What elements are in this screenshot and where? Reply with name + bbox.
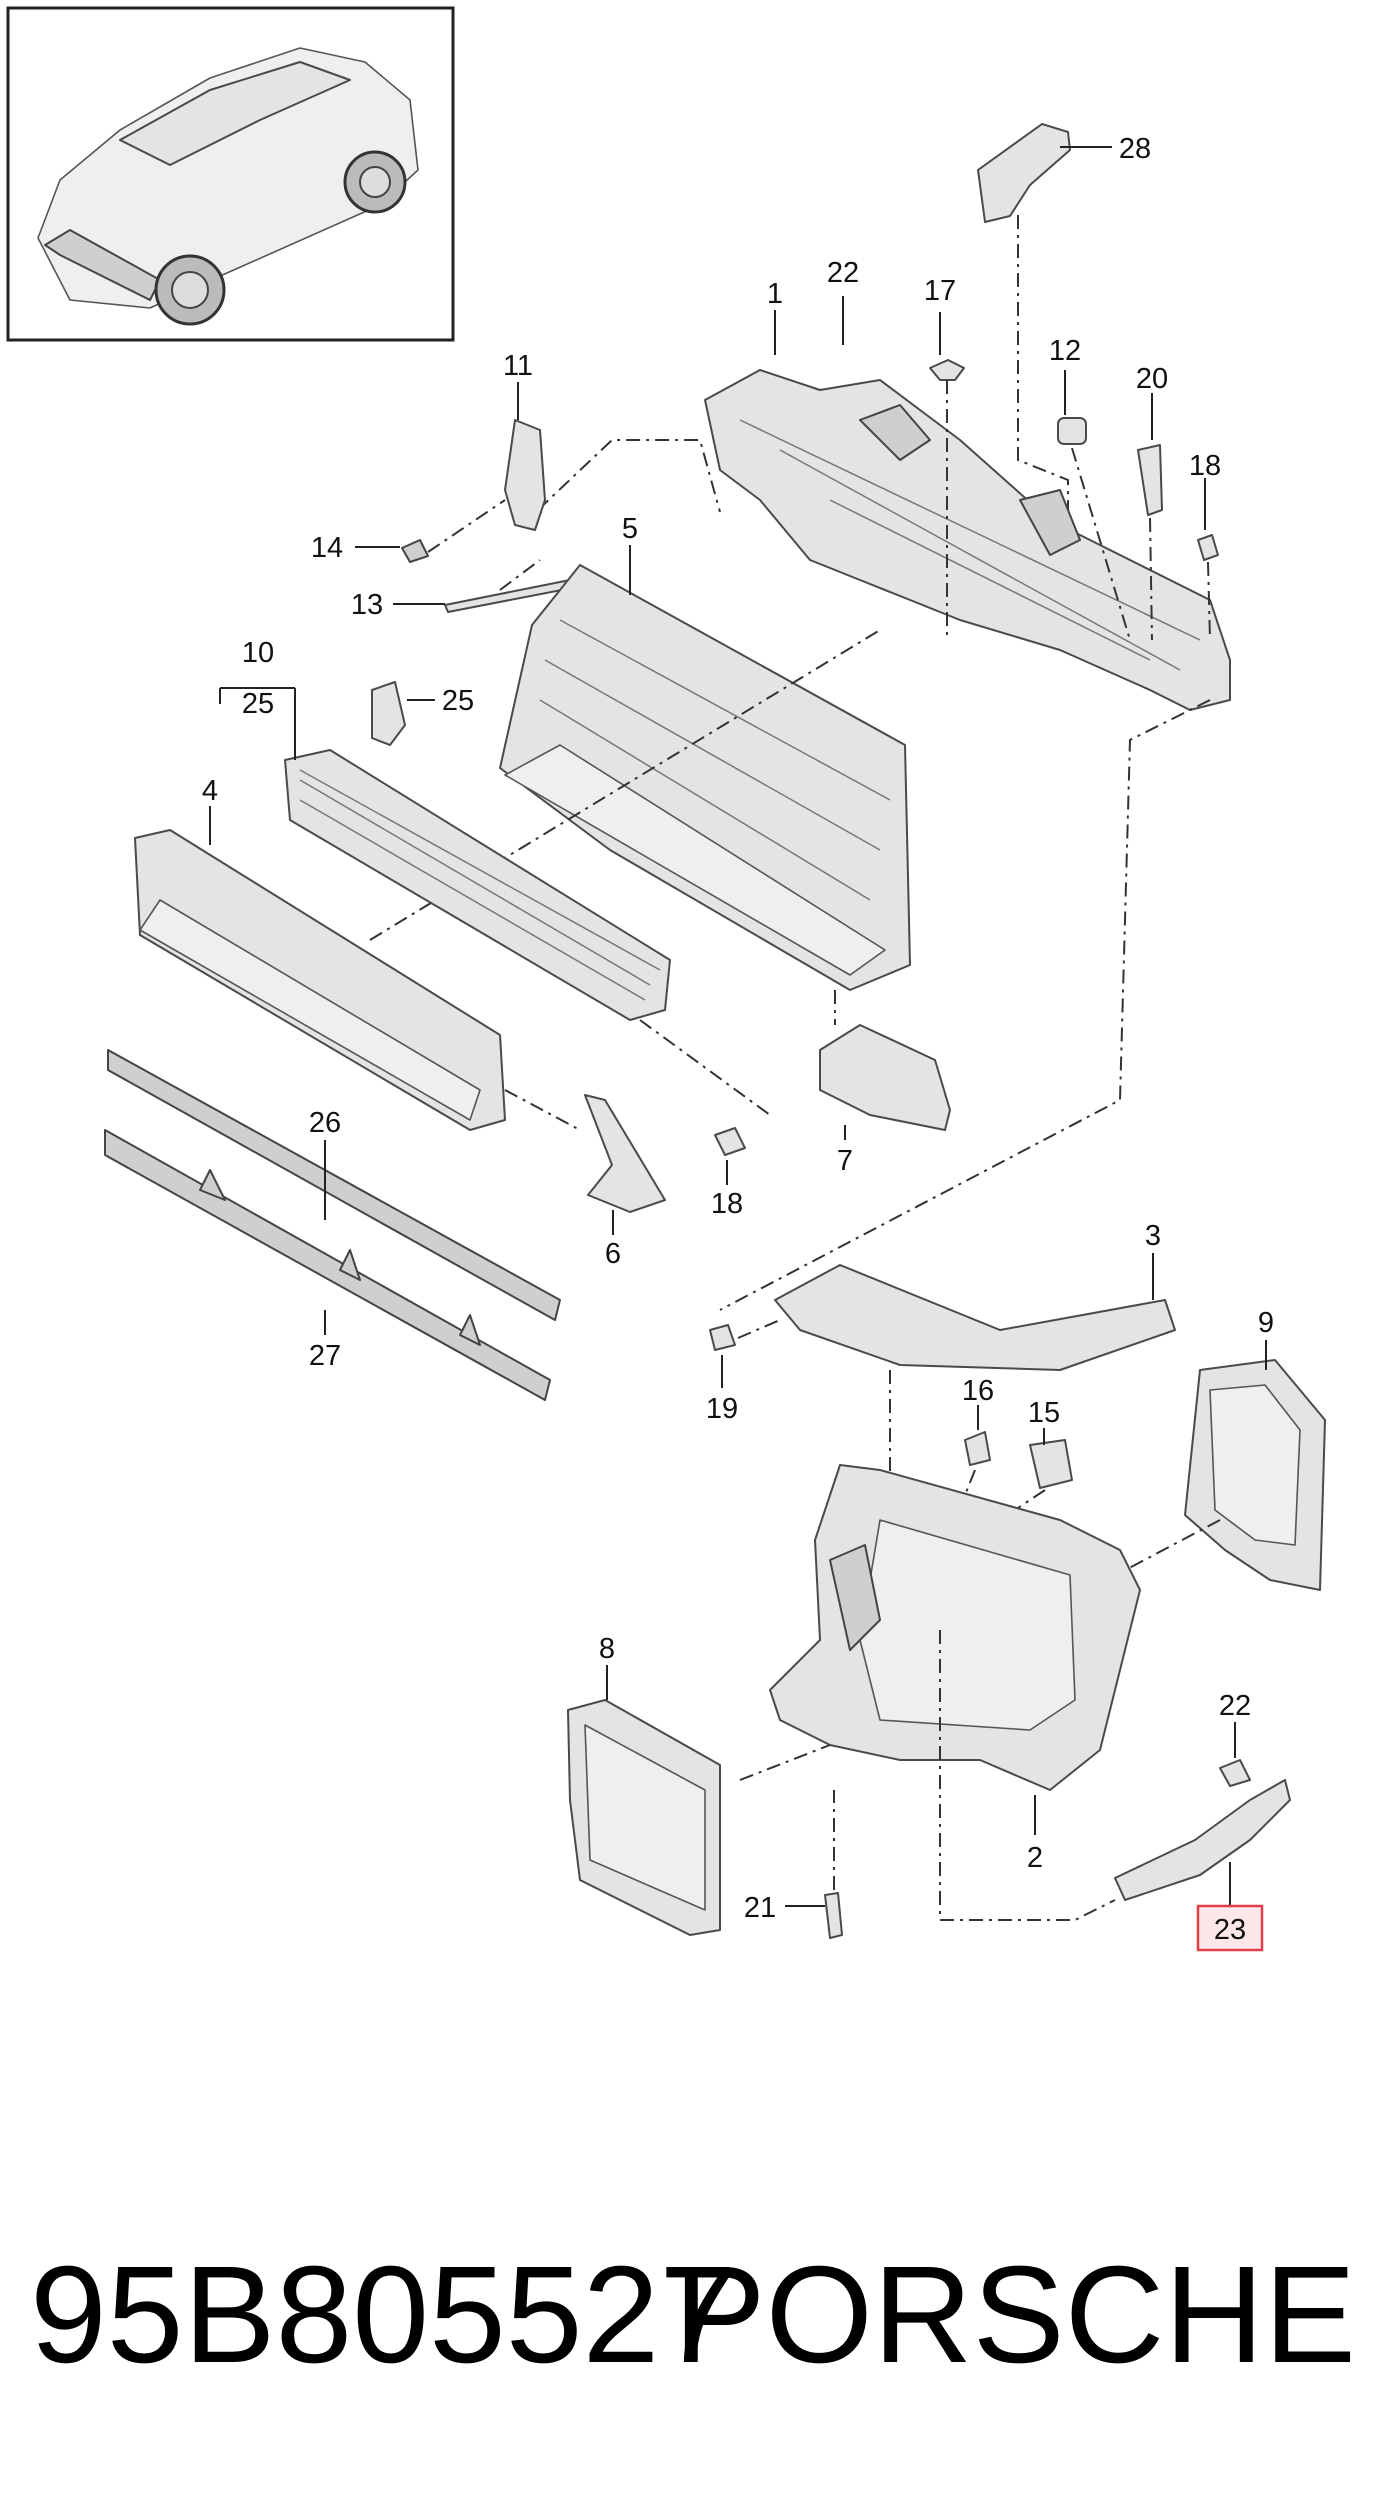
callout-18-top: 18 (1189, 450, 1221, 482)
part-23 (1114, 1779, 1291, 1901)
callout-25-group: 25 (242, 688, 274, 720)
callout-13: 13 (351, 589, 383, 621)
parts-16-15 (954, 1431, 1073, 1521)
part-25-small (371, 681, 406, 746)
part-2 (769, 1464, 1141, 1921)
callout-22-lower: 22 (1219, 1690, 1251, 1722)
part-1 (537, 369, 1231, 1311)
part-22-lower (1219, 1759, 1251, 1787)
callout-2: 2 (1027, 1842, 1043, 1874)
callout-27: 27 (309, 1340, 341, 1372)
fasteners-top (929, 359, 1219, 641)
callout-21: 21 (744, 1892, 776, 1924)
callout-10: 10 (242, 637, 274, 669)
callout-26: 26 (309, 1107, 341, 1139)
leader-lines (209, 146, 1267, 1907)
part-8 (567, 1699, 831, 1936)
callout-23: 23 (1214, 1914, 1246, 1946)
callout-18-lower: 18 (711, 1188, 743, 1220)
callout-4: 4 (202, 775, 218, 807)
callout-7: 7 (837, 1145, 853, 1177)
part-4 (134, 829, 581, 1131)
part-26 (107, 1049, 561, 1321)
callout-14: 14 (311, 532, 343, 564)
part-7 (819, 1024, 951, 1131)
callout-5: 5 (622, 513, 638, 545)
callout-19: 19 (706, 1393, 738, 1425)
part-21 (824, 1790, 843, 1939)
part-number: 95B805527 (30, 2238, 737, 2392)
callout-9: 9 (1258, 1307, 1274, 1339)
part-9 (869, 1359, 1326, 1706)
callout-20: 20 (1136, 363, 1168, 395)
callout-3: 3 (1145, 1220, 1161, 1252)
callout-11: 11 (503, 350, 533, 382)
callout-labels: 28 22 1 17 12 20 18 11 14 13 5 10 25 25 … (202, 133, 1274, 1952)
callout-28: 28 (1119, 133, 1151, 165)
callout-1: 1 (767, 278, 783, 310)
callout-17: 17 (924, 275, 956, 307)
vehicle-thumbnail (6, 6, 455, 342)
part-11 (401, 419, 573, 613)
callout-12: 12 (1049, 335, 1081, 367)
callout-6: 6 (605, 1238, 621, 1270)
callout-15: 15 (1028, 1397, 1060, 1429)
part-3 (709, 1264, 1176, 1500)
highlight-box-23 (1196, 1904, 1264, 1952)
callout-25: 25 (442, 685, 474, 717)
part-18-lower (714, 1127, 746, 1156)
callout-8: 8 (599, 1633, 615, 1665)
part-27 (104, 1129, 551, 1401)
brand-name: PORSCHE (673, 2238, 1356, 2392)
callout-16: 16 (962, 1375, 994, 1407)
part-10 (284, 749, 771, 1116)
callout-22: 22 (827, 257, 859, 289)
part-6 (584, 1094, 666, 1213)
